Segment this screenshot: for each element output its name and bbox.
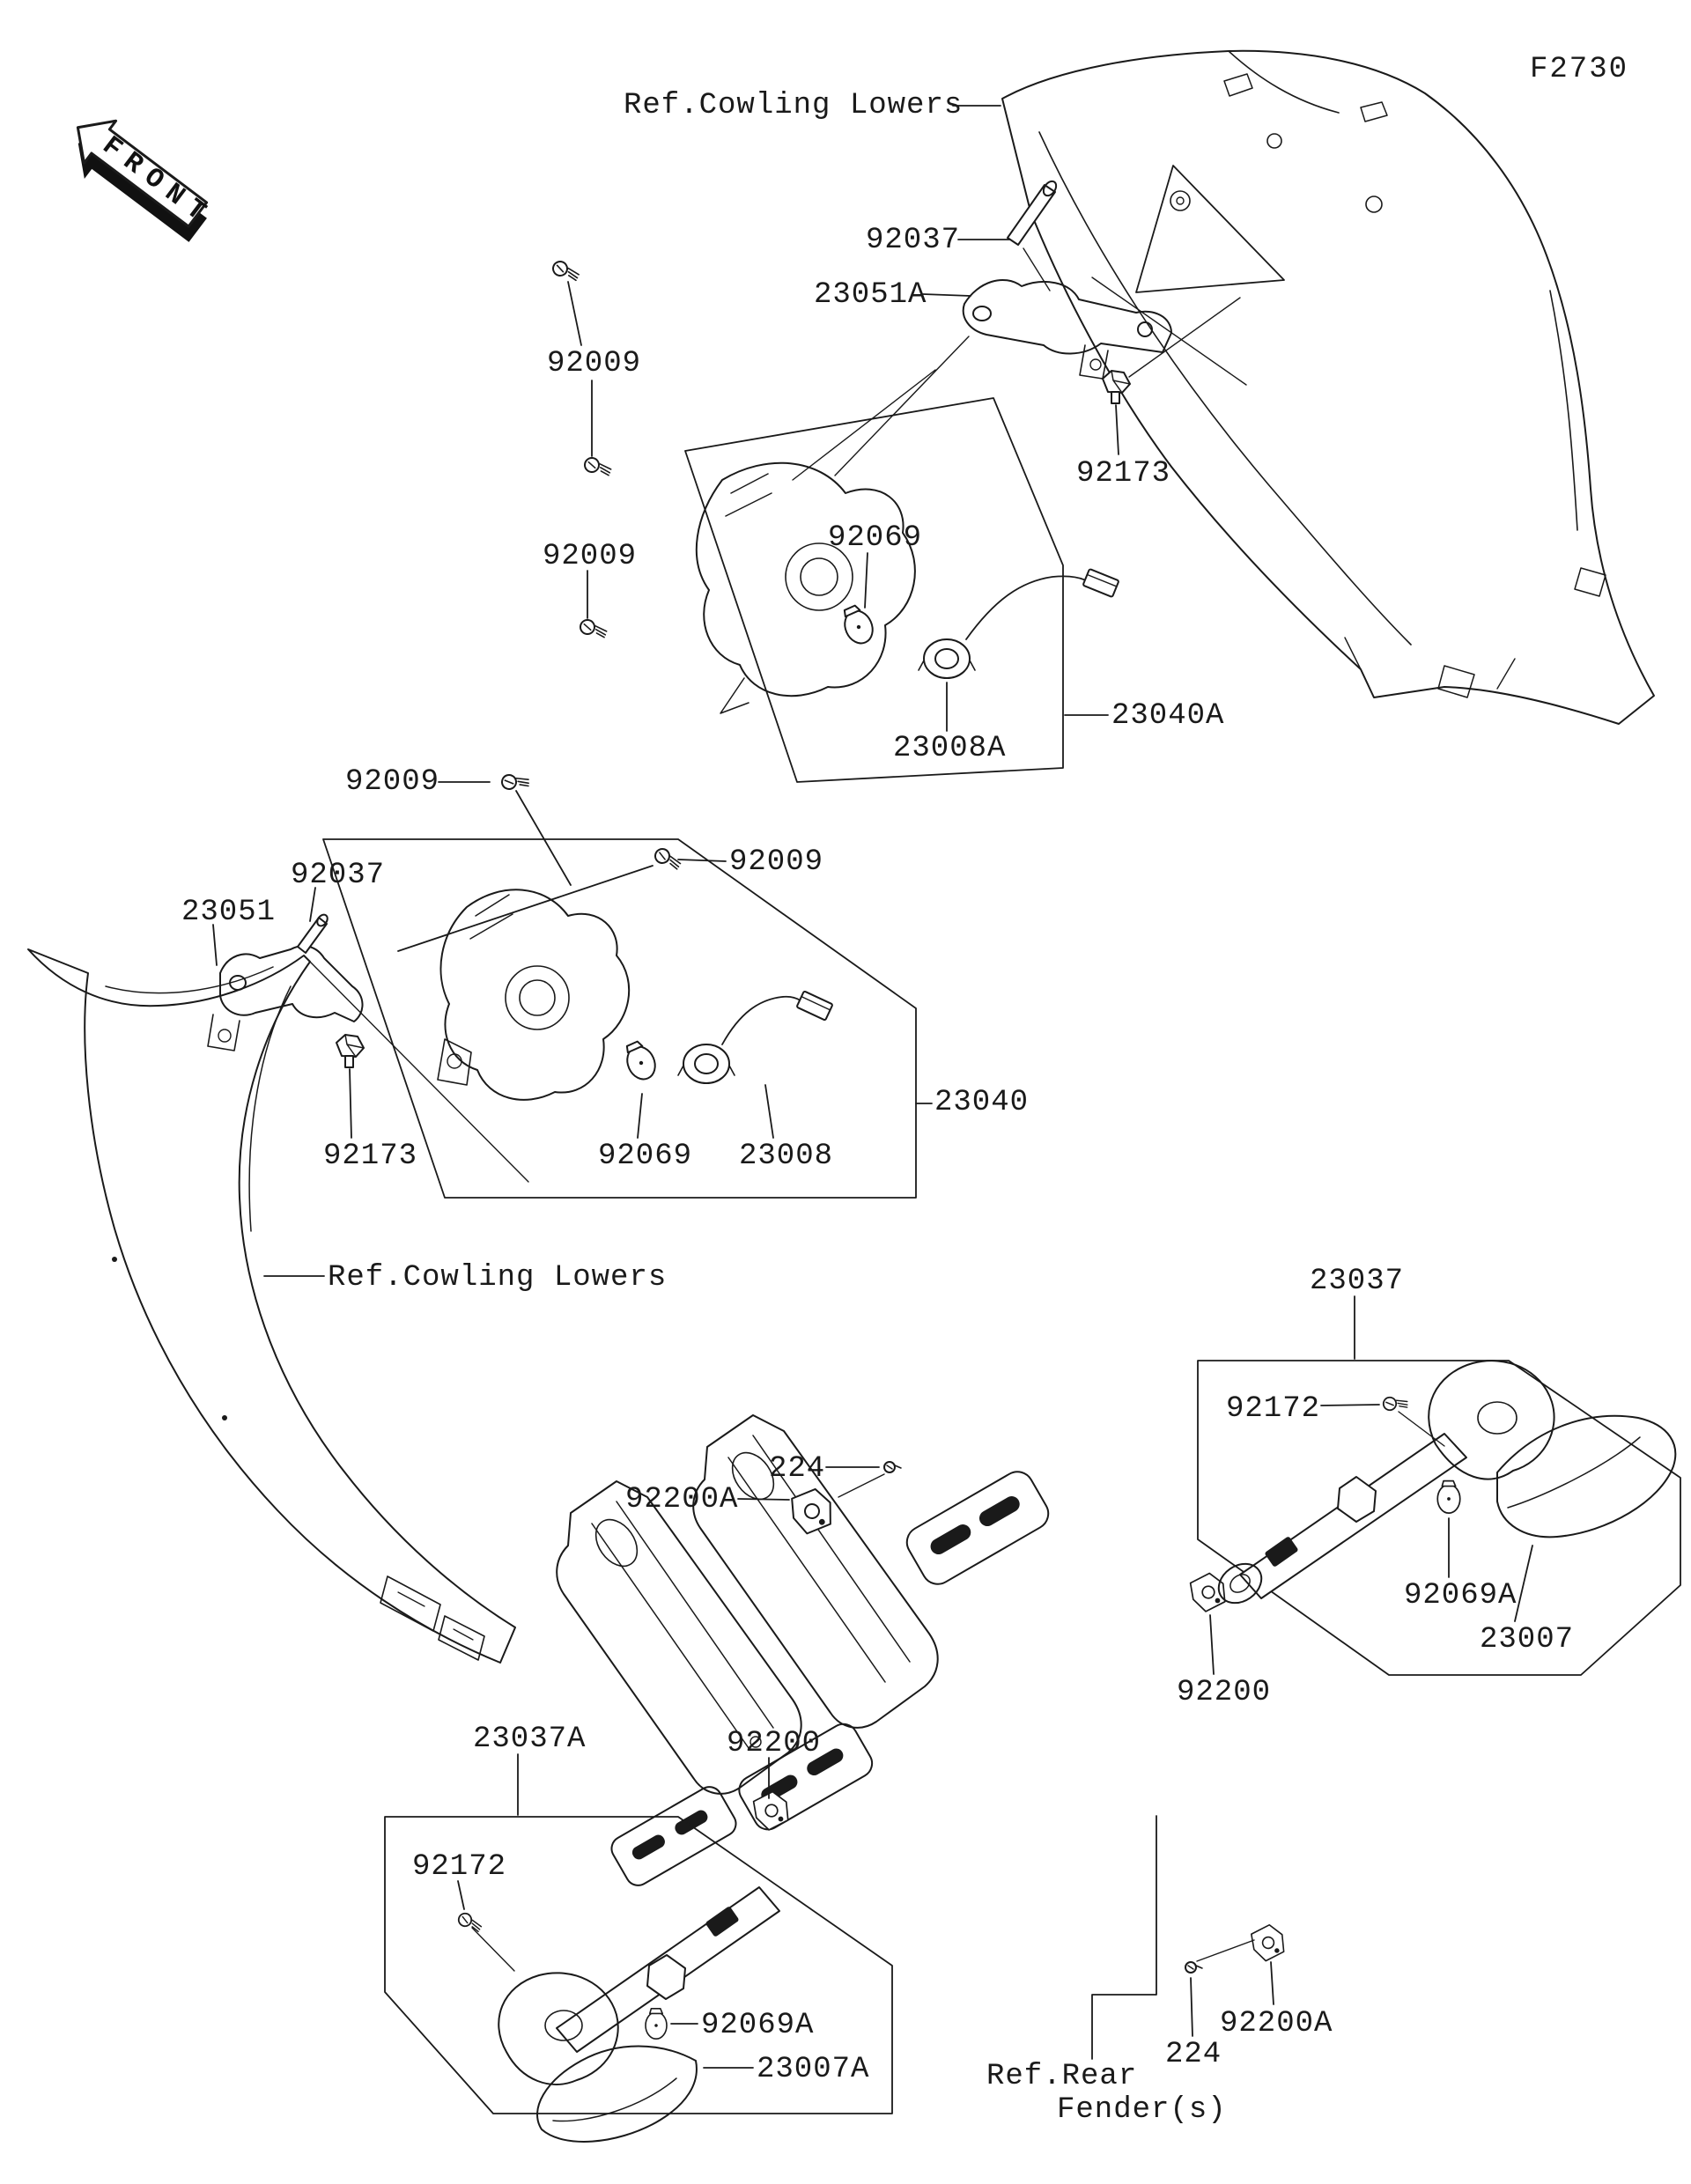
figure-code: F2730 [1530,53,1629,86]
leader-lines [212,105,1533,2069]
part-label-23051: 23051 [181,896,277,929]
front-signal-right-assembly [695,180,1172,714]
front-signal-left-assembly [207,889,834,1183]
part-label-92173-2: 92173 [323,1140,418,1173]
part-label-23008: 23008 [739,1140,834,1173]
part-label-92172-2: 92172 [412,1850,507,1884]
ref-rear-fender-line2: Fender(s) [1057,2093,1227,2127]
part-label-23007A: 23007A [757,2053,870,2086]
group-box-rear-signal-left [384,1816,893,2114]
ref-cowling-lowers-left: Ref.Cowling Lowers [328,1261,668,1295]
part-label-92009-4: 92009 [729,845,824,879]
group-box-front-signal-right [684,397,1064,783]
part-label-92009-1: 92009 [547,347,642,380]
ref-cowling-lowers-top: Ref.Cowling Lowers [624,89,964,122]
rear-signal-left-assembly [455,1886,780,2143]
part-label-23040: 23040 [934,1086,1030,1119]
part-label-23051A: 23051A [814,278,927,312]
part-label-92069A-2: 92069A [701,2009,815,2042]
part-label-92172-1: 92172 [1226,1392,1321,1426]
part-label-92009-3: 92009 [345,765,440,799]
rear-fender-stays [556,1414,1289,1974]
upper-cowling-panel [1001,49,1655,725]
part-label-224-1: 224 [769,1452,826,1486]
part-label-23037A: 23037A [473,1723,587,1756]
part-label-92037-2: 92037 [291,859,386,892]
part-label-92069-1: 92069 [828,521,923,555]
rear-signal-right-assembly [1217,1360,1677,1605]
part-label-92009-2: 92009 [543,540,638,573]
part-label-92069A-1: 92069A [1404,1579,1517,1612]
part-label-92069-2: 92069 [598,1140,693,1173]
group-box-rear-signal-right [1197,1360,1681,1676]
front-arrow-icon [76,119,209,242]
part-label-23008A: 23008A [893,732,1007,765]
screw-fasteners [336,259,1131,1068]
part-label-92037: 92037 [866,224,961,257]
part-label-23037: 23037 [1310,1265,1405,1298]
part-label-92173-1: 92173 [1076,457,1171,491]
part-label-224-2: 224 [1165,2038,1222,2071]
part-label-92200A-2: 92200A [1220,2007,1333,2040]
lower-left-cowling [27,948,516,1664]
part-label-92200-2: 92200 [727,1727,822,1760]
part-label-23040A: 23040A [1111,699,1225,733]
part-label-92200A-1: 92200A [625,1483,739,1516]
part-label-23007: 23007 [1480,1623,1575,1656]
part-label-92200-1: 92200 [1177,1676,1272,1709]
ref-rear-fender-line1: Ref.Rear [986,2060,1138,2093]
